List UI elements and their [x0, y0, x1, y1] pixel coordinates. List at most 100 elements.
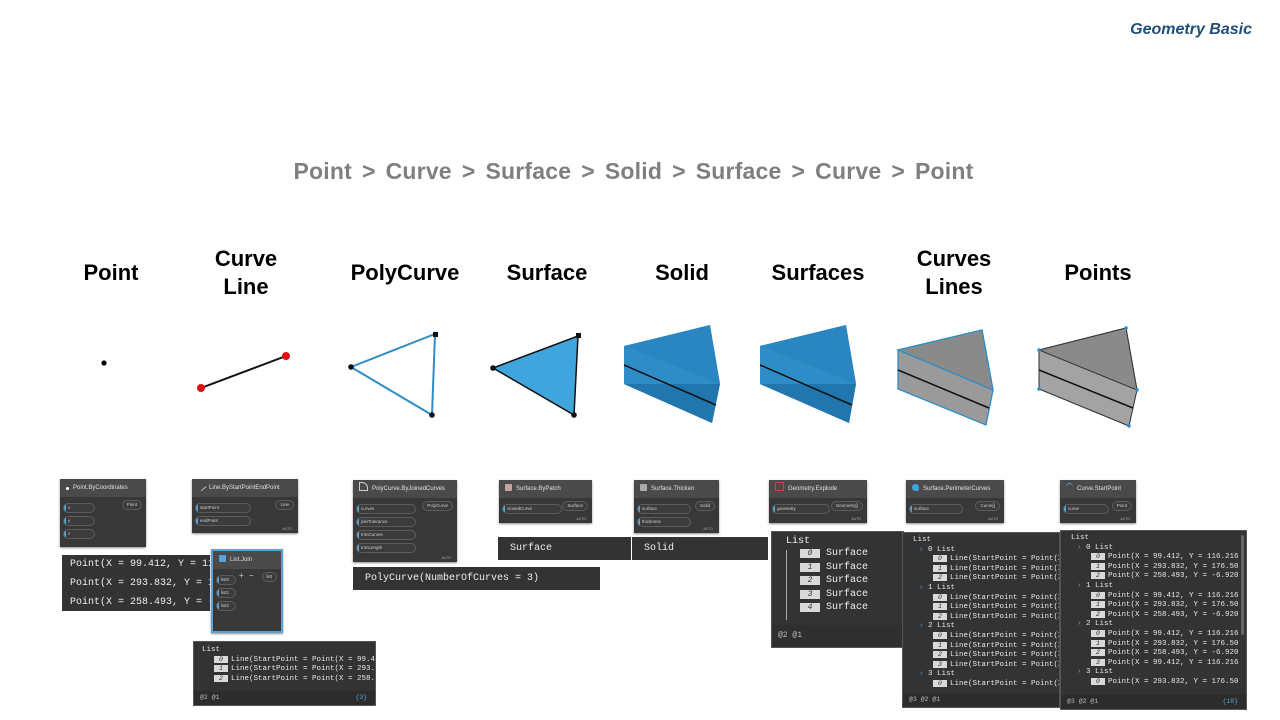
watch-value: Line(StartPoint = Point(X = 293.: [231, 665, 376, 674]
node-title[interactable]: List.Join: [213, 551, 281, 569]
watch-footer: @2 @1: [772, 625, 903, 647]
watch-index: 1: [214, 665, 228, 673]
watch-index: 0: [1091, 677, 1105, 685]
node-point-by-coordinates[interactable]: Point.ByCoordinates x y z Point: [60, 479, 146, 547]
input-port-thickness[interactable]: thickness: [637, 517, 691, 527]
node-title[interactable]: Surface.Thicken: [634, 480, 719, 498]
watch-levels: @2 @1: [200, 694, 220, 701]
node-polycurve-by-joined-curves[interactable]: PolyCurve.ByJoinedCurves curves joinTole…: [353, 480, 457, 562]
input-port-surface[interactable]: surface: [637, 504, 691, 514]
node-line-by-start-end[interactable]: Line.ByStartPointEndPoint startPoint end…: [192, 479, 298, 533]
input-port-geometry[interactable]: geometry: [772, 504, 830, 514]
expand-caret-icon[interactable]: ›: [919, 583, 929, 592]
input-port-endpoint[interactable]: endPoint: [195, 516, 251, 526]
expand-caret-icon[interactable]: ›: [919, 622, 929, 631]
output-port-line[interactable]: Line: [275, 500, 294, 510]
node-geometry-explode[interactable]: Geometry.Explode geometry Geometry[] AUT…: [769, 480, 867, 523]
watch-value: Line(StartPoint = Point(X: [950, 603, 1060, 612]
add-input-button[interactable]: +: [239, 571, 244, 580]
node-title-text: Geometry.Explode: [788, 486, 838, 492]
node-title-text: PolyCurve.ByJoinedCurves: [372, 486, 446, 492]
lacing-label: AUTO: [441, 556, 451, 560]
watch-index: 3: [800, 589, 820, 599]
output-port-list[interactable]: list: [261, 572, 277, 582]
watch-value: Point(X = 258.493, Y = -6.920: [1108, 649, 1239, 658]
node-title[interactable]: Line.ByStartPointEndPoint: [192, 479, 298, 497]
expand-caret-icon[interactable]: ›: [1077, 620, 1087, 629]
node-title[interactable]: Curve.StartPoint: [1060, 480, 1136, 498]
solid-icon: [640, 484, 647, 491]
expand-caret-icon[interactable]: ›: [919, 545, 929, 554]
output-port-solid[interactable]: Solid: [694, 501, 715, 511]
input-port-closedcurve[interactable]: closedCurve: [502, 504, 562, 514]
watch-value: Point(X = 293.832, Y = 176.50: [1108, 639, 1239, 648]
input-port-jointolerance[interactable]: joinTolerance: [356, 517, 416, 527]
input-port-x[interactable]: x: [63, 503, 95, 513]
watch-index: 0: [214, 655, 228, 663]
lacing-label: AUTO: [988, 517, 998, 521]
input-port-trimcurves[interactable]: trimCurves: [356, 530, 416, 540]
node-list-join[interactable]: List.Join list0 list1 list2 + − list: [211, 549, 283, 633]
list-icon: [219, 555, 226, 562]
expand-caret-icon[interactable]: ›: [1077, 543, 1087, 552]
remove-input-button[interactable]: −: [249, 571, 254, 580]
input-port-y[interactable]: y: [63, 516, 95, 526]
input-port-trimlength[interactable]: trimLength: [356, 543, 416, 553]
output-port-point[interactable]: Point: [121, 500, 142, 510]
node-title[interactable]: Surface.PerimeterCurves: [906, 480, 1004, 498]
node-title[interactable]: PolyCurve.ByJoinedCurves: [353, 480, 457, 498]
watch-index: 1: [933, 603, 947, 611]
output-port-point[interactable]: Point: [1111, 501, 1132, 511]
expand-caret-icon[interactable]: ›: [1077, 668, 1087, 677]
output-port-curves[interactable]: Curve[]: [975, 501, 1000, 511]
input-port-list0[interactable]: list0: [216, 575, 236, 585]
input-port-startpoint[interactable]: startPoint: [195, 503, 251, 513]
node-surface-thicken[interactable]: Surface.Thicken surface thickness Solid …: [634, 480, 719, 533]
perimeter-icon: [912, 484, 919, 491]
input-port-z[interactable]: z: [63, 529, 95, 539]
node-curve-startpoint[interactable]: Curve.StartPoint curve Point AUTO: [1060, 480, 1136, 523]
watch-scrollbar[interactable]: [1241, 535, 1244, 635]
watch-index: 4: [800, 603, 820, 612]
output-port-polycurve[interactable]: PolyCurve: [422, 501, 453, 511]
watch-index: 2: [214, 674, 228, 682]
expand-caret-icon[interactable]: ›: [919, 670, 929, 679]
watch-value: Surface: [826, 588, 869, 600]
watch-sublist: › 0 List: [1061, 544, 1246, 554]
watch-footer: @3 @2 @1{18}: [1061, 695, 1246, 709]
node-title[interactable]: Surface.ByPatch: [499, 480, 592, 498]
stage-label-curve-line: Curve Line: [214, 246, 278, 299]
input-port-surface[interactable]: surface: [909, 504, 963, 514]
watch-index: 2: [1091, 610, 1105, 618]
watch-index: 2: [1091, 572, 1105, 580]
output-port-surface[interactable]: Surface: [562, 501, 588, 511]
watch-index: 3: [933, 660, 947, 668]
node-title[interactable]: Point.ByCoordinates: [60, 479, 146, 497]
node-title-text: Point.ByCoordinates: [73, 485, 128, 491]
input-port-curves[interactable]: curves: [356, 504, 416, 514]
expand-caret-icon[interactable]: ›: [1077, 581, 1087, 590]
node-surface-by-patch[interactable]: Surface.ByPatch closedCurve Surface AUTO: [499, 480, 592, 523]
watch-list-title: List: [913, 536, 932, 544]
output-port-geometry-list[interactable]: Geometry[]: [830, 501, 863, 511]
input-port-list2[interactable]: list2: [216, 601, 236, 611]
watch-value: Line(StartPoint = Point(X: [950, 651, 1060, 660]
node-surface-perimeter-curves[interactable]: Surface.PerimeterCurves surface Curve[] …: [906, 480, 1004, 523]
watch-index: 0: [933, 555, 947, 563]
watch-list-title: List: [1071, 534, 1090, 542]
watch-count: {18}: [1222, 698, 1238, 705]
input-port-list1[interactable]: list1: [216, 588, 236, 598]
input-port-curve[interactable]: curve: [1063, 504, 1109, 514]
node-title[interactable]: Geometry.Explode: [769, 480, 867, 498]
watch-value: Point(X = 99.412, Y = 116.216: [1108, 591, 1239, 600]
